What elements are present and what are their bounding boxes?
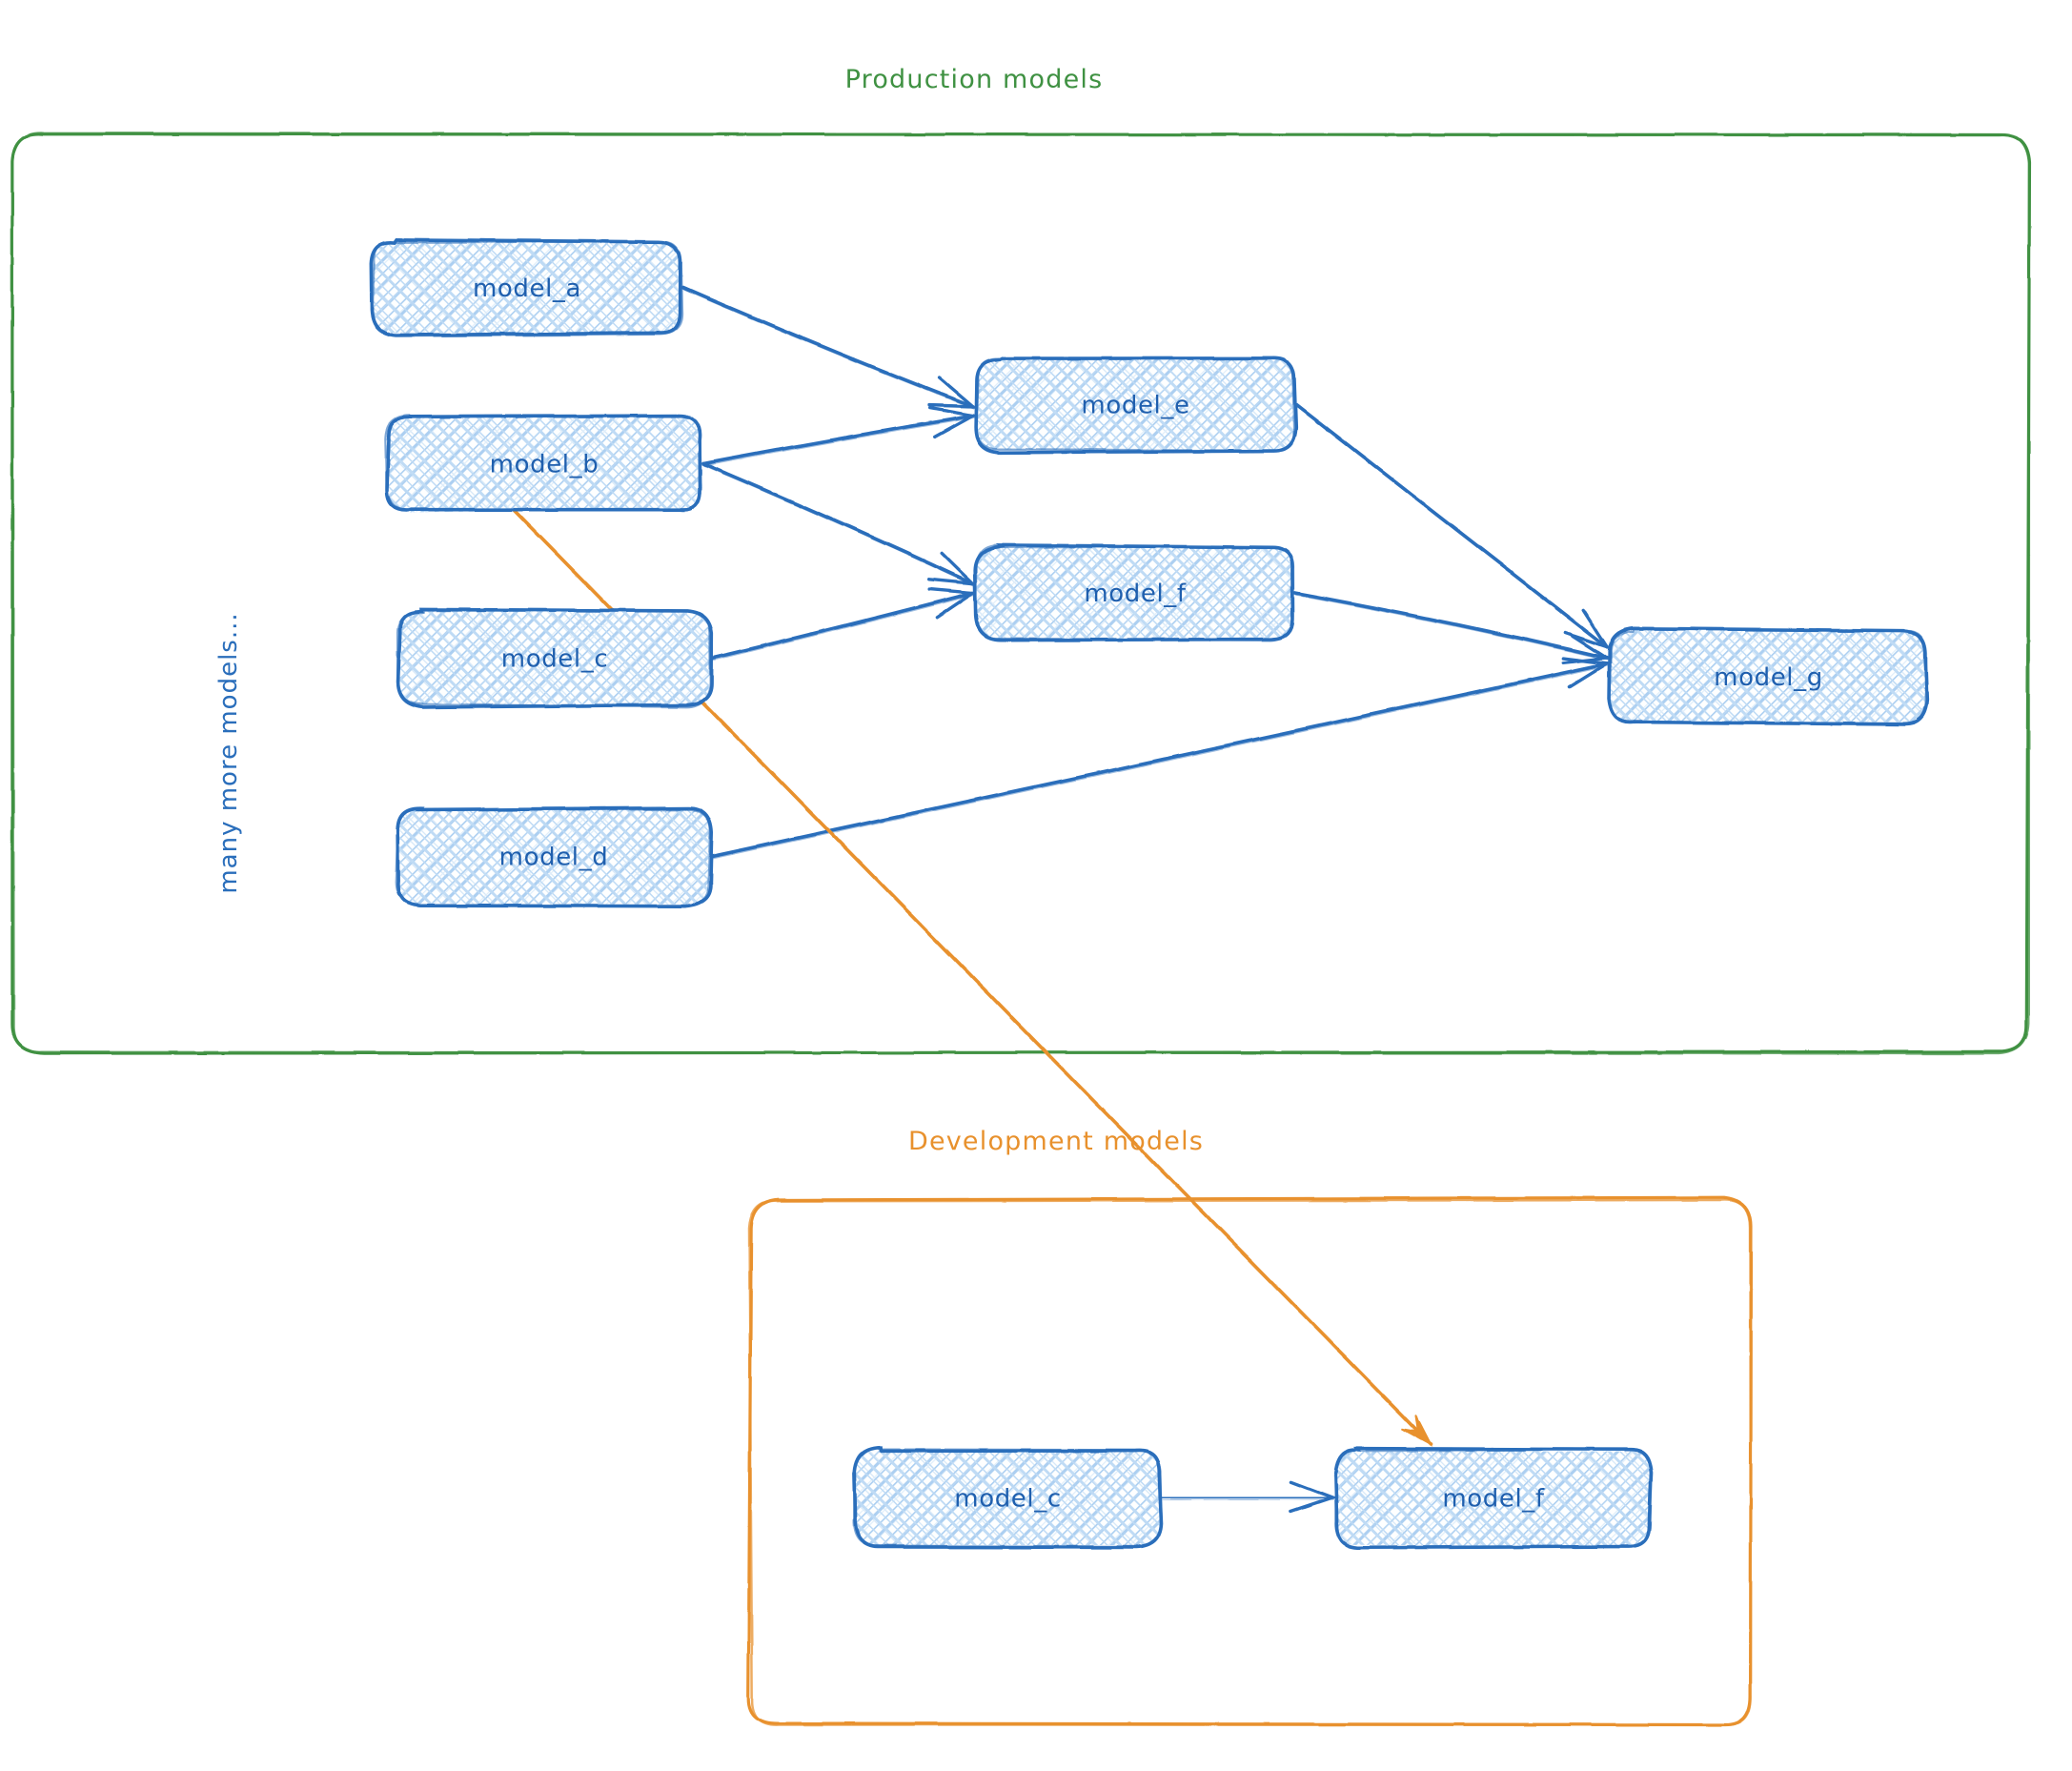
node-label: model_e bbox=[1081, 392, 1189, 420]
many-more-models: many more models... bbox=[214, 612, 243, 893]
group-title-development: Development models bbox=[908, 1127, 1204, 1156]
node-label: model_c bbox=[954, 1485, 1061, 1514]
edge-d-to-g bbox=[710, 656, 1612, 860]
edge-f-to-g bbox=[1293, 591, 1612, 665]
edge-a-to-e bbox=[681, 286, 978, 410]
node-label: model_f bbox=[1084, 580, 1187, 608]
node-prod_model_c[interactable]: model_c bbox=[396, 607, 714, 709]
edge-b-to-e bbox=[701, 406, 979, 467]
node-label: model_f bbox=[1442, 1485, 1545, 1514]
node-prod_model_a[interactable]: model_a bbox=[369, 237, 684, 337]
edge-devc-to-devf bbox=[1160, 1480, 1338, 1514]
group-box-development bbox=[746, 1195, 1754, 1727]
node-prod_model_d[interactable]: model_d bbox=[395, 805, 714, 908]
group-title-production: Production models bbox=[845, 65, 1104, 94]
group-containers bbox=[10, 132, 2032, 1727]
node-layer: model_a model_b model_c model_d model_emodel… bbox=[369, 237, 1929, 1550]
node-dev_model_c[interactable]: model_c bbox=[852, 1446, 1164, 1550]
node-label: model_d bbox=[499, 844, 609, 872]
edge-e-to-g bbox=[1294, 402, 1612, 650]
edge-b-to-f bbox=[701, 461, 978, 586]
group-box-production bbox=[10, 132, 2032, 1055]
node-prod_model_e[interactable]: model_e bbox=[974, 356, 1298, 455]
node-label: model_c bbox=[501, 645, 608, 674]
node-dev_model_f[interactable]: model_f bbox=[1333, 1446, 1654, 1550]
node-label: model_b bbox=[490, 451, 599, 479]
node-label: model_a bbox=[473, 275, 581, 303]
node-prod_model_g[interactable]: model_g bbox=[1607, 626, 1929, 726]
node-prod_model_b[interactable]: model_b bbox=[384, 414, 702, 513]
node-label: model_g bbox=[1714, 663, 1823, 692]
edge-c-to-f bbox=[710, 587, 978, 662]
node-prod_model_f[interactable]: model_f bbox=[973, 543, 1295, 642]
